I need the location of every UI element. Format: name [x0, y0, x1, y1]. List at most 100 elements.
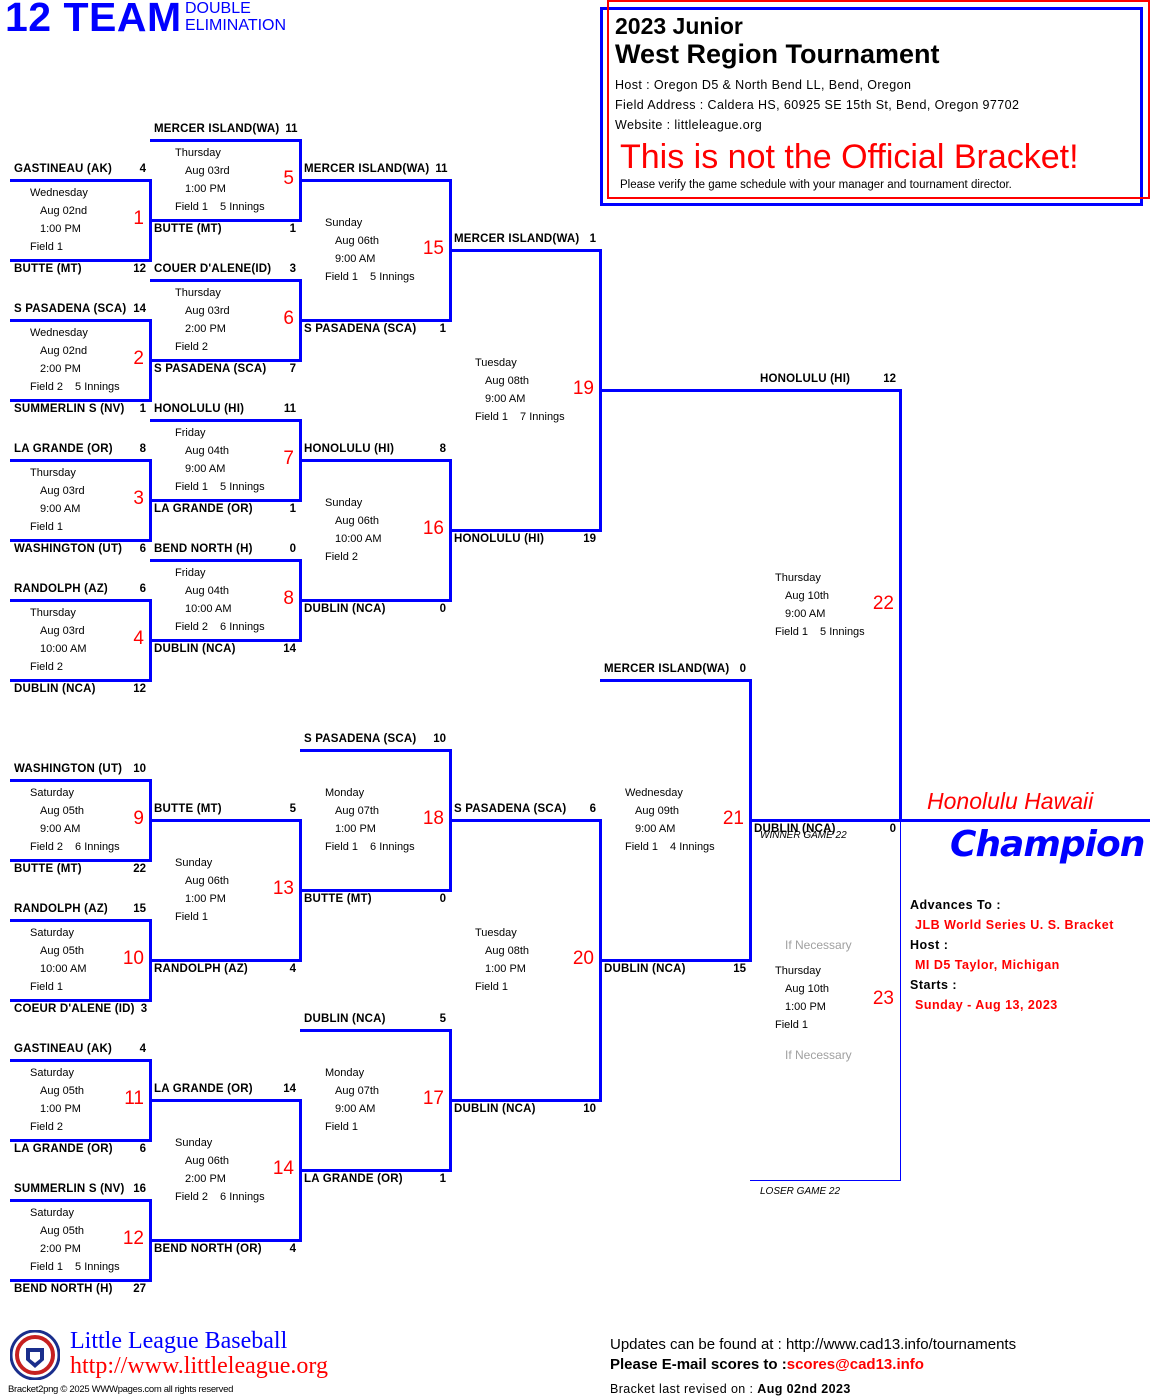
game-time: 9:00 AM [785, 608, 826, 620]
game-10-top-team[interactable]: RANDOLPH (AZ) [14, 903, 108, 915]
email-link[interactable]: scores@cad13.info [786, 1356, 924, 1373]
game-13-bottom-team[interactable]: RANDOLPH (AZ) [154, 963, 248, 975]
game-22-top-score: 12 [883, 373, 896, 385]
game-11-bottom-team[interactable]: LA GRANDE (OR) [14, 1143, 113, 1155]
game-number-21: 21 [722, 808, 744, 829]
game-20-top-team[interactable]: S PASADENA (SCA) [454, 803, 567, 815]
game23-bracket-line [900, 820, 901, 1180]
game-7-bottom-team[interactable]: LA GRANDE (OR) [154, 503, 253, 515]
game-field: Field 2 [325, 551, 359, 563]
game-10-bottom-team[interactable]: COEUR D'ALENE (ID) [14, 1003, 135, 1015]
game-6-bottom-team[interactable]: S PASADENA (SCA) [154, 363, 267, 375]
game-21-top-team[interactable]: MERCER ISLAND(WA) [604, 663, 730, 675]
if-necessary-bottom: If Necessary [785, 1048, 852, 1062]
game-16-bottom-team[interactable]: DUBLIN (NCA) [304, 603, 386, 615]
game-19-top-team[interactable]: MERCER ISLAND(WA) [454, 233, 580, 245]
game-15-bottom-team[interactable]: S PASADENA (SCA) [304, 323, 417, 335]
game-18-top-team[interactable]: S PASADENA (SCA) [304, 733, 417, 745]
game-7-top-entry: HONOLULU (HI)11 [154, 403, 296, 415]
game-time: 2:00 PM [185, 1173, 226, 1185]
game-1-top-team[interactable]: GASTINEAU (AK) [14, 163, 112, 175]
game-11-top-team[interactable]: GASTINEAU (AK) [14, 1043, 112, 1055]
game-13-top-team[interactable]: BUTTE (MT) [154, 803, 222, 815]
game-7-top-team[interactable]: HONOLULU (HI) [154, 403, 245, 415]
game-2-top-score: 14 [133, 303, 146, 315]
game-innings: 7 Innings [520, 411, 565, 423]
game-3-top-team[interactable]: LA GRANDE (OR) [14, 443, 113, 455]
game-number-6: 6 [283, 308, 294, 329]
game-4-bottom-team[interactable]: DUBLIN (NCA) [14, 683, 96, 695]
game-9-top-team[interactable]: WASHINGTON (UT) [14, 763, 123, 775]
game-11-bottom-line [10, 1139, 152, 1142]
game-field-row: Field 1 [30, 979, 86, 997]
game-12-top-line [10, 1199, 152, 1202]
game-6-top-team[interactable]: COUER D'ALENE(ID) [154, 263, 272, 275]
game-6-bottom-line [150, 359, 302, 362]
game-17-top-team[interactable]: DUBLIN (NCA) [304, 1013, 386, 1025]
game-5-top-line [150, 139, 302, 142]
game-19-bottom-team[interactable]: HONOLULU (HI) [454, 533, 545, 545]
game-day: Thursday [775, 572, 821, 584]
game-10-bottom-score: 3 [140, 1003, 148, 1015]
game-22-bottom-team[interactable]: DUBLIN (NCA) [754, 823, 836, 835]
game-9-top-line [10, 779, 152, 782]
game-5-top-team[interactable]: MERCER ISLAND(WA) [154, 123, 280, 135]
game-date: Aug 05th [40, 1225, 85, 1237]
game-12-bottom-team[interactable]: BEND NORTH (H) [14, 1283, 113, 1295]
game-4-top-team[interactable]: RANDOLPH (AZ) [14, 583, 108, 595]
game-1-bottom-team[interactable]: BUTTE (MT) [14, 263, 82, 275]
game-field-row: Field 2 [30, 659, 86, 677]
game-date: Aug 08th [485, 945, 530, 957]
game-9-bottom-team[interactable]: BUTTE (MT) [14, 863, 82, 875]
game-14-top-team[interactable]: LA GRANDE (OR) [154, 1083, 253, 1095]
game-22-vertical-line [899, 389, 902, 822]
game-day: Friday [175, 427, 206, 439]
game-5-bottom-team[interactable]: BUTTE (MT) [154, 223, 222, 235]
game-2-bottom-team[interactable]: SUMMERLIN S (NV) [14, 403, 125, 415]
game-date: Aug 10th [785, 590, 830, 602]
game-field-row: Field 1 [30, 519, 85, 537]
game-14-top-score: 14 [283, 1083, 296, 1095]
game-day: Sunday [325, 497, 363, 509]
game-1-top-line [10, 179, 152, 182]
game-time: 1:00 PM [335, 823, 376, 835]
game-number-10: 10 [122, 948, 144, 969]
game-12-top-team[interactable]: SUMMERLIN S (NV) [14, 1183, 125, 1195]
game-date: Aug 02nd [40, 345, 88, 357]
game-21-bottom-team[interactable]: DUBLIN (NCA) [604, 963, 686, 975]
game-6-bottom-score: 7 [289, 363, 296, 375]
game-15-top-team[interactable]: MERCER ISLAND(WA) [304, 163, 430, 175]
game-2-top-team[interactable]: S PASADENA (SCA) [14, 303, 127, 315]
game-18-bottom-line [300, 889, 452, 892]
game-17-bottom-team[interactable]: LA GRANDE (OR) [304, 1173, 403, 1185]
game-3-bottom-team[interactable]: WASHINGTON (UT) [14, 543, 123, 555]
game-14-bottom-team[interactable]: BEND NORTH (OR) [154, 1243, 262, 1255]
game-field-row: Field 1 [475, 979, 529, 997]
game-20-bottom-team[interactable]: DUBLIN (NCA) [454, 1103, 536, 1115]
little-league-logo [9, 1329, 61, 1381]
game-day: Thursday [775, 965, 821, 977]
game-21-bottom-score: 15 [733, 963, 746, 975]
game-15-top-score: 11 [435, 163, 448, 175]
org-url-link[interactable]: http://www.littleleague.org [70, 1353, 328, 1379]
game-8-top-line [150, 559, 302, 562]
game-21-bottom-entry: DUBLIN (NCA) 15 [604, 963, 746, 975]
game-time: 10:00 AM [335, 533, 382, 545]
game-8-top-team[interactable]: BEND NORTH (H) [154, 543, 253, 555]
game-16-top-team[interactable]: HONOLULU (HI) [304, 443, 395, 455]
game-time: 1:00 PM [40, 223, 81, 235]
game-8-bottom-team[interactable]: DUBLIN (NCA) [154, 643, 236, 655]
game-5-bottom-line [150, 219, 302, 222]
game-18-bottom-team[interactable]: BUTTE (MT) [304, 893, 372, 905]
game-22-top-team[interactable]: HONOLULU (HI) [760, 373, 851, 385]
game-4-bottom-score: 12 [133, 683, 146, 695]
game-day: Thursday [175, 287, 221, 299]
